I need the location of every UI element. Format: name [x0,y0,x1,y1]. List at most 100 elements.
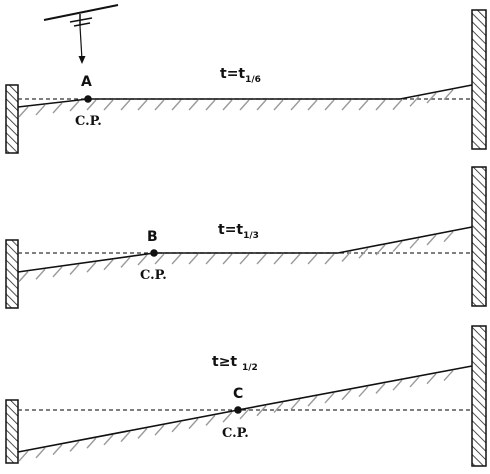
hatch-stroke [52,266,63,278]
time-label: t≥t 1/2 [212,354,258,373]
hatch-stroke [188,418,199,430]
hatch-stroke [426,234,437,246]
hatch-stroke [154,253,165,265]
hatch-stroke [188,253,199,265]
hatch-stroke [188,99,199,111]
hatch-stroke [358,386,369,398]
hatch-stroke [307,99,318,111]
hatch-stroke [222,253,233,265]
hatch-stroke [443,89,454,101]
hatch-stroke [120,256,131,268]
hatch-stroke [409,95,420,107]
hatch-stroke [154,424,165,436]
left-wall [5,399,19,464]
contact-point [84,95,92,103]
hatch-stroke [290,398,301,410]
hatch-stroke [307,253,318,265]
time-label: t=t1/6 [220,66,261,85]
contact-point [150,249,158,257]
hatch-stroke [137,254,148,266]
hatch-stroke [222,411,233,423]
hatch-stroke [392,379,403,391]
hatch-stroke [205,253,216,265]
hatch-stroke [239,99,250,111]
hatch-stroke [324,392,335,404]
hatch-stroke [18,450,29,462]
hatch-stroke [273,253,284,265]
time-label: t=t1/3 [218,222,259,241]
hatch-region [18,89,454,118]
hatch-stroke [18,106,29,118]
cp-label: C.P. [140,268,167,283]
hatch-stroke [375,244,386,256]
interface-line [17,226,473,273]
right-wall [471,325,487,467]
cp-label: C.P. [222,426,249,441]
hatch-stroke [171,99,182,111]
right-wall [471,166,487,307]
hatch-stroke [205,99,216,111]
hatch-stroke [409,237,420,249]
hatch-stroke [86,99,97,111]
hatch-stroke [120,431,131,443]
right-wall [471,9,487,150]
panel-1: A C.P. t=t1/6 [5,9,487,154]
overhead-source-icon [43,4,119,64]
hatch-stroke [120,99,131,111]
hatch-stroke [52,444,63,456]
interface-line [17,84,473,108]
hatch-stroke [154,99,165,111]
hatch-stroke [222,99,233,111]
hatch-stroke [256,253,267,265]
panel-2: B C.P. t=t1/3 [5,166,487,309]
point-label: B [147,229,158,245]
hatch-stroke [443,231,454,243]
hatch-stroke [443,370,454,382]
hatch-stroke [137,427,148,439]
panel-3: C C.P. t≥t 1/2 [5,325,487,467]
hatch-stroke [69,100,80,112]
hatch-stroke [358,99,369,111]
hatch-stroke [239,408,250,420]
hatch-stroke [273,99,284,111]
hatch-stroke [307,395,318,407]
hatch-stroke [375,99,386,111]
hatch-stroke [35,268,46,280]
point-label: A [81,74,92,90]
hatch-stroke [69,264,80,275]
hatch-stroke [86,437,97,449]
hatch-stroke [273,402,284,414]
hatch-stroke [341,99,352,111]
hatch-stroke [324,253,335,265]
hatch-stroke [69,440,80,452]
left-wall [5,84,19,154]
left-wall [5,239,19,309]
hatch-stroke [52,102,63,114]
hatch-stroke [392,99,403,111]
hatch-stroke [290,99,301,111]
hatch-stroke [35,447,46,459]
point-label: C [233,386,243,402]
cp-label: C.P. [75,114,102,129]
hatch-stroke [171,253,182,265]
hatch-stroke [409,376,420,388]
hatch-stroke [375,382,386,394]
hatch-stroke [86,261,97,273]
hatch-stroke [358,247,369,259]
hatch-stroke [324,99,335,111]
hatch-stroke [137,99,148,111]
hatch-stroke [103,99,114,111]
hatch-stroke [239,253,250,265]
hatch-stroke [426,373,437,385]
hatch-stroke [256,99,267,111]
hatch-stroke [290,253,301,265]
hatch-stroke [103,259,114,271]
hatch-region [18,231,454,283]
hatch-stroke [35,104,46,116]
hatch-stroke [171,421,182,433]
hatch-stroke [256,405,267,417]
hatch-stroke [392,241,403,253]
hatch-stroke [341,389,352,401]
hatch-stroke [18,271,29,283]
